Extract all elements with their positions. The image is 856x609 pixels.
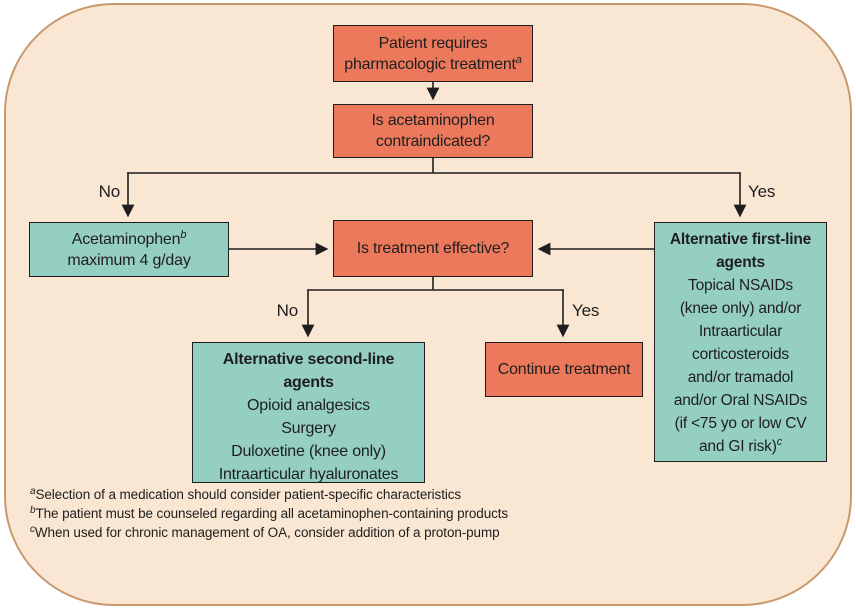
node-start: Patient requires pharmacologic treatment… [333,25,533,82]
edge-label-no-bottom: No [276,301,299,320]
node-acetaminophen-line1: Acetaminophenb [71,228,187,248]
node-contraindicated-line2: contraindicated? [375,133,491,150]
node-continue-line1: Continue treatment [497,361,631,378]
node-acetaminophen: Acetaminophenb maximum 4 g/day [29,222,229,277]
footnote-c: cWhen used for chronic management of OA,… [30,524,500,541]
footnote-b: bThe patient must be counseled regarding… [30,505,509,522]
node-first-line-title2: agents [716,254,765,271]
footnotes: aSelection of a medication should consid… [30,485,508,542]
node-first-line-body-3: Intraarticular [698,323,783,340]
node-second-line-agents: Alternative second-line agents Opioid an… [192,342,425,483]
footnote-marker-a: a [515,53,522,66]
node-second-line-body-4: Intraarticular hyaluronates [218,466,399,483]
node-contraindicated-line1: Is acetaminophen [371,112,495,129]
node-first-line-title1: Alternative first-line [669,231,812,248]
node-first-line-body-5: and/or tramadol [687,369,794,386]
footnote-c-marker: c [30,524,35,535]
node-start-line1: Patient requires [378,34,488,52]
edge-label-yes-top: Yes [748,182,776,201]
node-first-line-body-1: Topical NSAIDs [688,277,793,294]
node-acetaminophen-line2: maximum 4 g/day [67,251,191,269]
node-second-line-body-3: Duloxetine (knee only) [231,443,386,460]
node-second-line-title2: agents [283,374,334,391]
node-contraindicated: Is acetaminophen contraindicated? [333,104,533,158]
footnote-a-marker: a [30,486,36,497]
footnote-b-marker: b [30,505,36,516]
node-first-line-body-2: (knee only) and/or [679,300,802,317]
node-first-line-agents: Alternative first-line agents Topical NS… [654,222,827,462]
footnote-marker-c: c [776,436,783,448]
node-second-line-title1: Alternative second-line [222,351,395,368]
edge-label-no-top: No [98,182,121,201]
footnote-a: aSelection of a medication should consid… [30,486,462,503]
node-first-line-body-8: and GI risk)c [698,436,783,456]
edge-label-yes-bottom: Yes [572,301,600,320]
node-effective-line1: Is treatment effective? [356,240,510,257]
node-first-line-body-4: corticosteroids [692,346,789,363]
node-start-line2: pharmacologic treatmenta [344,53,522,73]
node-effective: Is treatment effective? [333,220,533,277]
node-first-line-body-7: (if <75 yo or low CV [674,415,807,432]
footnote-marker-b: b [180,228,187,241]
node-second-line-body-1: Opioid analgesics [247,397,370,414]
node-first-line-body-6: and/or Oral NSAIDs [673,392,808,409]
node-second-line-body-2: Surgery [281,420,336,437]
node-continue-treatment: Continue treatment [485,342,643,397]
